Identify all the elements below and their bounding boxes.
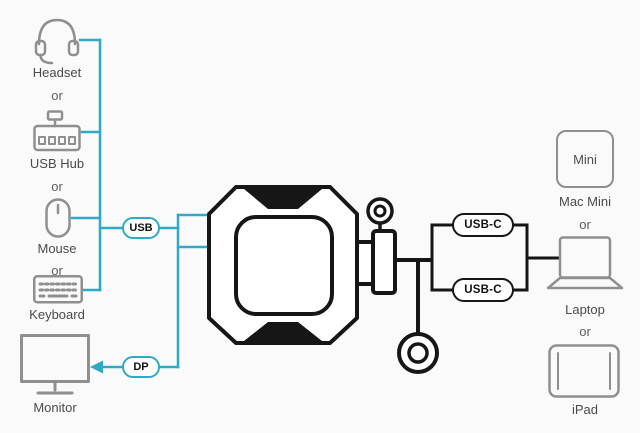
keyboard-icon (33, 275, 83, 309)
usbc-top-port-badge: USB-C (452, 213, 514, 237)
ipad-label: iPad (571, 402, 599, 417)
dp-port-badge: DP (122, 356, 160, 378)
headset-label: Headset (32, 65, 82, 80)
mouse-label: Mouse (37, 241, 77, 256)
monitor-label: Monitor (33, 400, 77, 415)
keyboard-label: Keyboard (29, 307, 85, 322)
ipad-icon (548, 344, 620, 403)
cable-loop-inner (407, 342, 429, 364)
device-inner-panel (234, 215, 334, 316)
usb-port-badge: USB (122, 217, 160, 239)
dp-arrowhead (90, 360, 103, 374)
mac-mini-icon-text: Mini (573, 151, 597, 167)
kvm-device (207, 185, 439, 374)
or-separator: or (51, 263, 63, 278)
or-separator: or (51, 88, 63, 103)
connector-neck (355, 240, 375, 286)
or-separator: or (51, 179, 63, 194)
cable-ring-inner (373, 204, 387, 218)
laptop-label: Laptop (565, 302, 605, 317)
or-separator: or (579, 217, 591, 232)
usbc-connection-lines (430, 223, 560, 292)
usb-hub-icon (33, 110, 81, 159)
usbc-bottom-port-badge: USB-C (452, 278, 514, 302)
mouse-icon (45, 198, 71, 243)
device-top-accent (244, 189, 322, 209)
mac-mini-icon: Mini (556, 130, 614, 188)
usb-dp-connection-lines (70, 38, 212, 369)
usb-hub-label: USB Hub (29, 156, 85, 171)
headset-icon (33, 14, 81, 71)
monitor-icon (20, 334, 90, 403)
or-separator: or (579, 324, 591, 339)
device-bottom-accent (244, 322, 322, 341)
laptop-icon (546, 236, 624, 297)
connector-body (371, 229, 397, 295)
mac-mini-label: Mac Mini (558, 194, 611, 209)
